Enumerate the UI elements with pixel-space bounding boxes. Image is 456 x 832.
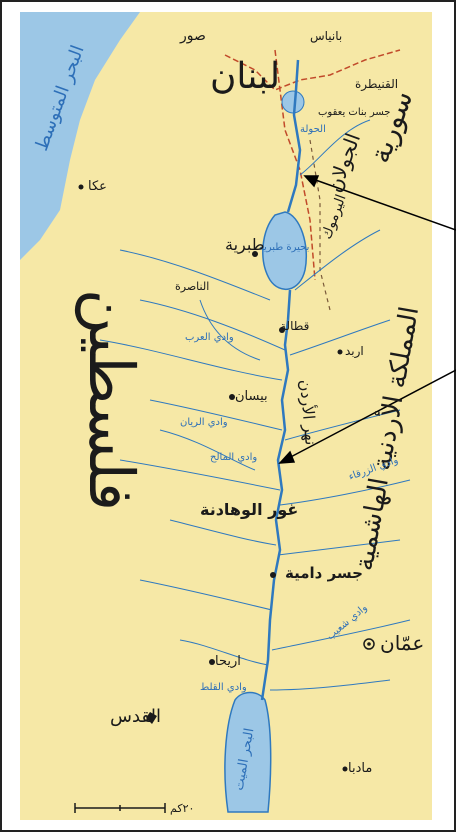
marker-jisr-damia	[270, 572, 276, 578]
marker-amman	[363, 638, 375, 650]
label-irbid: اربد	[345, 344, 364, 359]
label-tabaria-lake: بحيرة طبرية	[259, 242, 310, 253]
label-madaba: مادبا	[348, 761, 372, 776]
marker-tabaria	[252, 251, 258, 257]
label-nasirah: الناصرة	[175, 280, 209, 293]
mediterranean-sea	[20, 12, 140, 260]
label-jericho: اريحا	[215, 654, 241, 669]
label-akka: عكا	[88, 179, 107, 194]
dead-sea	[224, 691, 272, 813]
scale-label: ٢٠كم	[170, 802, 194, 815]
label-hula: الحولة	[300, 124, 326, 135]
label-palestine: فلسطين	[74, 289, 148, 511]
hula-lake	[281, 90, 305, 114]
label-amman: عمّان	[380, 631, 424, 655]
label-ghor-wahadneh: غور الوهادنة	[200, 500, 298, 519]
label-banyas: بانياس	[310, 29, 342, 44]
marker-irbid	[337, 349, 343, 355]
label-jisr-damia: جسر دامية	[285, 564, 363, 582]
label-lebanon: لبنان	[210, 56, 280, 97]
label-wadi-4: وادي القلط	[200, 682, 247, 693]
label-wadi-5: وادي المالح	[210, 452, 257, 463]
lake-tiberias	[262, 211, 307, 290]
golan-border	[274, 49, 316, 281]
annotation-arrows	[278, 175, 456, 464]
marker-jericho	[209, 659, 215, 665]
marker-beisan	[229, 394, 235, 400]
label-beisan: بيسان	[235, 389, 268, 404]
scale-bar: ٢٠كم	[74, 802, 194, 815]
label-wadi-6: وادي الريان	[180, 417, 228, 428]
right-margin	[432, 12, 454, 820]
west-wadis	[99, 249, 286, 666]
east-wadis	[269, 119, 411, 691]
marker-madaba	[342, 766, 348, 772]
city-markers	[78, 184, 348, 772]
jordan-river	[260, 59, 302, 701]
label-jisr-banat: جسر بنات يعقوب	[318, 107, 391, 118]
land-area	[20, 12, 434, 820]
label-sur: صور	[179, 28, 206, 44]
label-qataleh: قطالة	[280, 319, 309, 333]
label-tabaria: طبرية	[225, 235, 264, 255]
label-wadi-1: وادي العرب	[185, 332, 234, 343]
marker-quds	[146, 712, 157, 724]
marker-akka	[78, 184, 84, 190]
marker-qataleh	[279, 327, 285, 333]
lebanon-border	[224, 49, 401, 91]
label-quds: القدس	[110, 706, 161, 727]
label-quneitra: القنيطرة	[355, 77, 398, 92]
marker-amman-dot	[367, 642, 371, 646]
